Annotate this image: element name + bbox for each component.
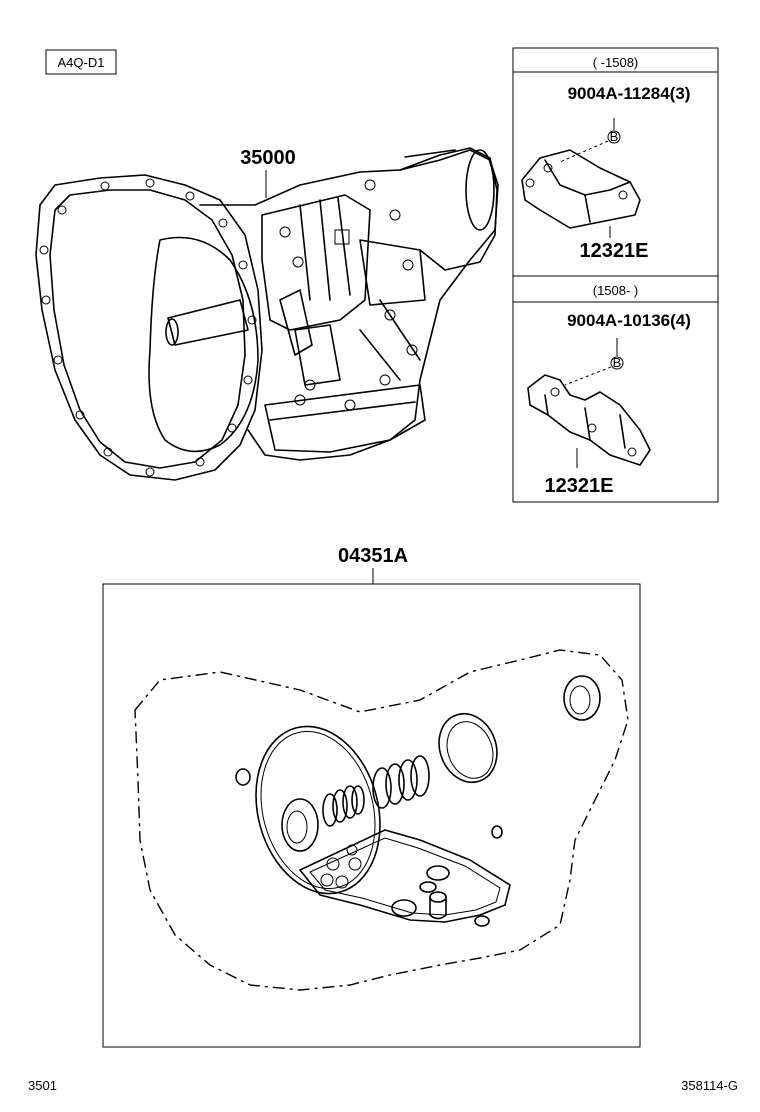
inset-bottom-part-number: 12321E	[545, 475, 614, 497]
diagram-number: 358114-G	[681, 1078, 738, 1093]
mount-bracket-inset	[512, 47, 719, 503]
page-code: 3501	[28, 1078, 57, 1093]
inset-bottom-bolt-marker: B	[613, 355, 622, 370]
model-code: A4Q-D1	[58, 55, 105, 70]
inset-top-bolt-marker: B	[610, 129, 619, 144]
model-code-box: A4Q-D1	[45, 49, 117, 75]
inset-top-part-number: 12321E	[580, 240, 649, 262]
inset-bottom-range: (1508- )	[593, 283, 639, 298]
transmission-assembly-drawing	[35, 147, 499, 481]
inset-top-range: ( -1508)	[593, 55, 639, 70]
inset-bottom-bolt-number: 9004A-10136(4)	[567, 311, 691, 330]
assembly-part-number: 35000	[240, 147, 296, 169]
gasket-kit-drawing	[102, 583, 641, 1048]
gasket-kit-part-number: 04351A	[338, 545, 408, 567]
inset-top-bolt-number: 9004A-11284(3)	[568, 84, 691, 103]
